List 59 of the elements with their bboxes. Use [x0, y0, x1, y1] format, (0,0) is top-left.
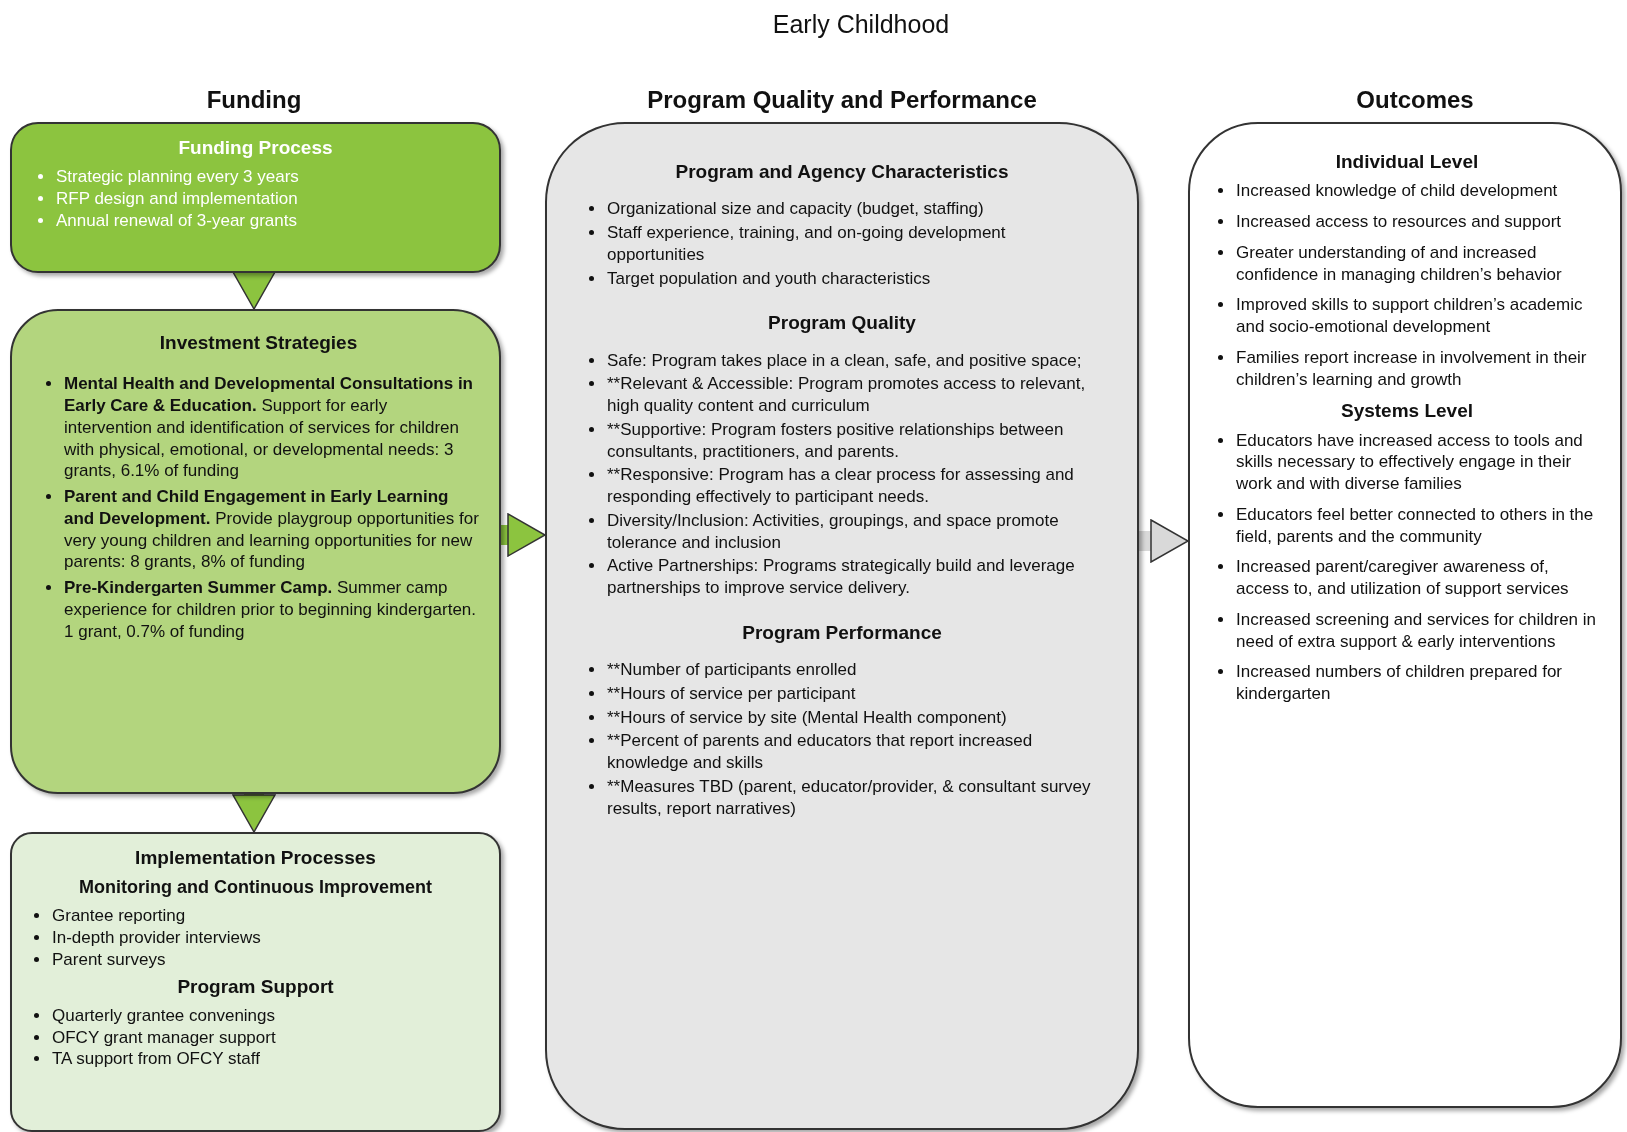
bullet-item: Grantee reporting [26, 905, 485, 928]
bullet-item: **Measures TBD (parent, educator/provider, & consultant survey results, report narratives) [581, 775, 1103, 820]
bullet-item: Diversity/Inclusion: Activities, groupings, and space promote tolerance and inclusion [581, 509, 1103, 554]
bullet-item: TA support from OFCY staff [26, 1048, 485, 1071]
section-heading: Program and Agency Characteristics [674, 160, 1010, 184]
program-quality-box [545, 122, 1139, 1130]
investment-strategies-box [10, 309, 501, 794]
bullet-item: Families report increase in involvement in their children’s learning and growth [1210, 346, 1604, 391]
bullet-item: Mental Health and Developmental Consultations in Early Care & Education. Support for early intervention and identification of services for children with physical, emotional, or developmental needs: 3 grants, 6.1% of funding [38, 373, 479, 483]
section-heading: Implementation Processes [134, 846, 377, 870]
section-heading: Program Performance [741, 620, 943, 645]
bullet-item: **Relevant & Accessible: Program promotes access to relevant, high quality content and curriculum [581, 373, 1103, 417]
bullet-item: **Hours of service by site (Mental Health component) [581, 706, 1103, 729]
implementation-box [10, 832, 501, 1132]
bullet-item: OFCY grant manager support [26, 1026, 485, 1049]
outcomes-box [1188, 122, 1622, 1108]
bullet-item: Annual renewal of 3-year grants [30, 209, 481, 232]
column-heading: Program Quality and Performance [647, 86, 1037, 114]
bullet-item: Increased parent/caregiver awareness of, access to, and utilization of support services [1210, 556, 1604, 600]
bullet-item: **Number of participants enrolled [581, 659, 1103, 681]
bullet-item: Active Partnerships: Programs strategically build and leverage partnerships to improve service delivery. [581, 555, 1103, 599]
bullet-item: Staff experience, training, and on-going development opportunities [581, 222, 1103, 266]
block-arrow [1139, 519, 1189, 563]
bullet-item: **Supportive: Program fosters positive relationships between consultants, practitioners, and parents. [581, 418, 1103, 463]
bullet-item: Organizational size and capacity (budget, staffing) [581, 198, 1103, 221]
section-heading: Program Quality [767, 311, 917, 336]
bullet-item: Parent surveys [26, 948, 485, 971]
bullet-item: Increased numbers of children prepared for kindergarten [1210, 661, 1604, 705]
column-heading: Funding [206, 86, 302, 114]
block-arrow [232, 794, 276, 833]
bullet-item: In-depth provider interviews [26, 927, 485, 949]
bullet-item: Safe: Program takes place in a clean, safe, and positive space; [581, 349, 1103, 372]
bullet-item: Strategic planning every 3 years [30, 166, 481, 189]
section-heading: Individual Level [1334, 150, 1480, 174]
bullet-item: Increased knowledge of child development [1210, 180, 1604, 203]
block-arrow [232, 271, 276, 310]
funding-process-box [10, 122, 501, 273]
bullet-item: Pre-Kindergarten Summer Camp. Summer camp experience for children prior to beginning kindergarten. 1 grant, 0.7% of funding [38, 577, 479, 643]
block-arrow [501, 513, 546, 557]
bullet-item: RFP design and implementation [30, 188, 481, 210]
column-heading: Outcomes [1356, 86, 1474, 114]
bullet-item: Target population and youth characteristics [581, 267, 1103, 290]
bullet-item: Quarterly grantee convenings [26, 1004, 485, 1027]
bullet-item: Educators have increased access to tools and skills necessary to effectively engage in their work and with diverse families [1210, 429, 1604, 495]
bullet-item: Improved skills to support children’s academic and socio-emotional development [1210, 294, 1604, 338]
section-heading: Funding Process [177, 136, 334, 160]
bullet-item: Increased screening and services for children in need of extra support & early interventions [1210, 608, 1604, 653]
bullet-item: **Responsive: Program has a clear process for assessing and responding effectively to participant needs. [581, 464, 1103, 508]
section-heading: Investment Strategies [158, 331, 359, 355]
bullet-item: **Hours of service per participant [581, 682, 1103, 705]
section-heading: Monitoring and Continuous Improvement [78, 876, 433, 900]
bullet-item: Increased access to resources and support [1210, 211, 1604, 233]
bullet-item: Educators feel better connected to others in the field, parents and the community [1210, 503, 1604, 548]
bullet-item: Parent and Child Engagement in Early Learning and Development. Provide playgroup opportunities for very young children and learning opportunities for new parents: 8 grants, 8% of funding [38, 486, 479, 574]
section-heading: Systems Level [1340, 399, 1474, 424]
bullet-item: **Percent of parents and educators that report increased knowledge and skills [581, 730, 1103, 774]
section-heading: Program Support [176, 974, 335, 999]
diagram-title: Early Childhood [772, 10, 950, 39]
bullet-item: Greater understanding of and increased confidence in managing children’s behavior [1210, 241, 1604, 286]
